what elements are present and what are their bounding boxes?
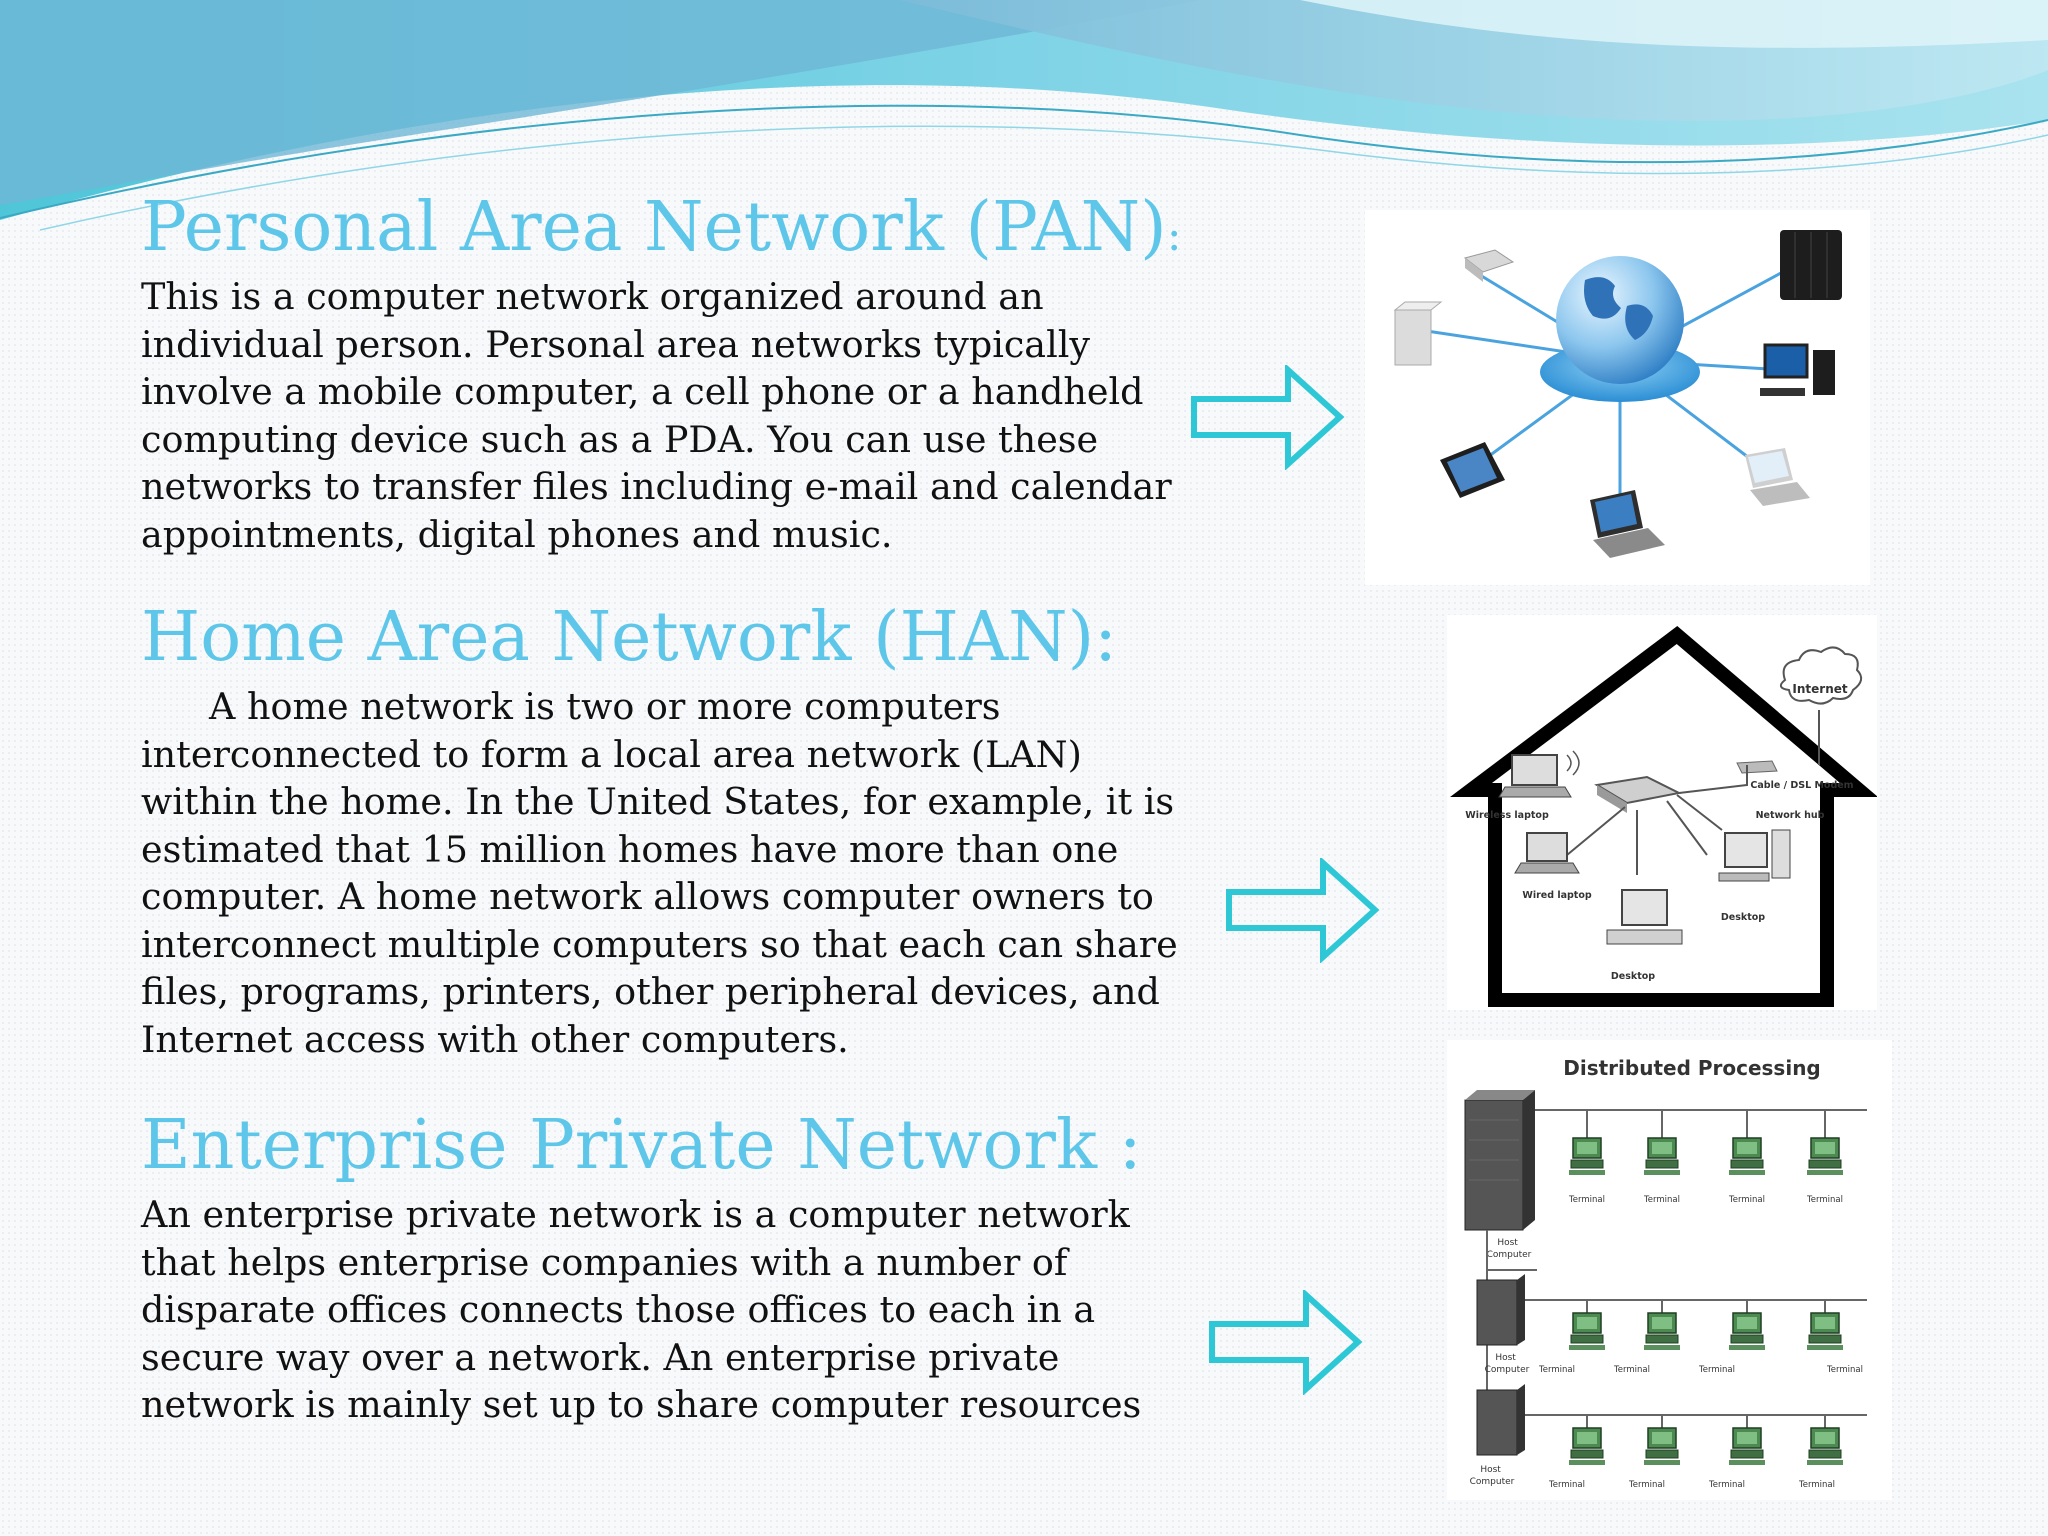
han-desktop-bottom-label: Desktop	[1611, 971, 1655, 982]
terminal-label: Terminal	[1628, 1480, 1665, 1490]
host-label-top: Host Computer	[1487, 1238, 1532, 1260]
epn-section: Enterprise Private Network : An enterpri…	[141, 1110, 1181, 1429]
terminal-label: Terminal	[1708, 1480, 1745, 1490]
pan-heading-text: Personal Area Network (PAN)	[141, 188, 1167, 267]
pan-heading: Personal Area Network (PAN):	[141, 192, 1182, 263]
header-wave-decoration	[0, 0, 2048, 231]
epn-arrow-icon	[1209, 1290, 1363, 1395]
han-modem-label: Cable / DSL Modem	[1750, 780, 1853, 791]
terminal-label: Terminal	[1613, 1365, 1650, 1375]
terminal-label: Terminal	[1538, 1365, 1575, 1375]
han-arrow-icon	[1226, 858, 1380, 963]
terminal-label: Terminal	[1826, 1365, 1863, 1375]
pan-network-image	[1365, 210, 1870, 585]
host-label-top-line2: Computer	[1487, 1250, 1532, 1260]
host-label-top-line1: Host	[1497, 1238, 1518, 1248]
host-label-bottom-line2: Computer	[1470, 1477, 1515, 1487]
host-label-mid: Host Computer	[1485, 1353, 1530, 1375]
han-wired-laptop-label: Wired laptop	[1522, 890, 1592, 901]
han-hub-label: Network hub	[1756, 810, 1825, 821]
han-section: Home Area Network (HAN): A home network …	[141, 602, 1181, 1063]
pan-description: This is a computer network organized aro…	[141, 275, 1172, 556]
distributed-processing-diagram: Distributed Processing Host Computer Ter…	[1447, 1040, 1892, 1500]
pan-heading-colon: :	[1166, 210, 1182, 261]
terminal-label: Terminal	[1643, 1195, 1680, 1205]
host-label-mid-line1: Host	[1495, 1353, 1516, 1363]
host-label-mid-line2: Computer	[1485, 1365, 1530, 1375]
han-desktop-right-label: Desktop	[1721, 912, 1765, 923]
terminal-label: Terminal	[1806, 1195, 1843, 1205]
terminal-label: Terminal	[1728, 1195, 1765, 1205]
terminal-label: Terminal	[1568, 1195, 1605, 1205]
pan-arrow-icon	[1191, 365, 1345, 470]
han-internet-label: Internet	[1792, 682, 1847, 696]
host-label-bottom-line1: Host	[1480, 1465, 1501, 1475]
epn-heading: Enterprise Private Network :	[141, 1106, 1142, 1185]
han-heading: Home Area Network (HAN):	[141, 598, 1118, 677]
pan-section: Personal Area Network (PAN): This is a c…	[141, 192, 1182, 558]
terminal-label: Terminal	[1548, 1480, 1585, 1490]
distributed-title: Distributed Processing	[1563, 1056, 1821, 1080]
terminal-label: Terminal	[1798, 1480, 1835, 1490]
han-description: A home network is two or more computers …	[141, 685, 1178, 1061]
host-label-bottom: Host Computer	[1470, 1465, 1515, 1487]
han-house-diagram: Internet Cable / DSL Modem Network hub W…	[1447, 615, 1877, 1010]
terminal-label: Terminal	[1698, 1365, 1735, 1375]
han-wireless-laptop-label: Wireless laptop	[1465, 810, 1549, 821]
epn-description: An enterprise private network is a compu…	[141, 1193, 1142, 1427]
